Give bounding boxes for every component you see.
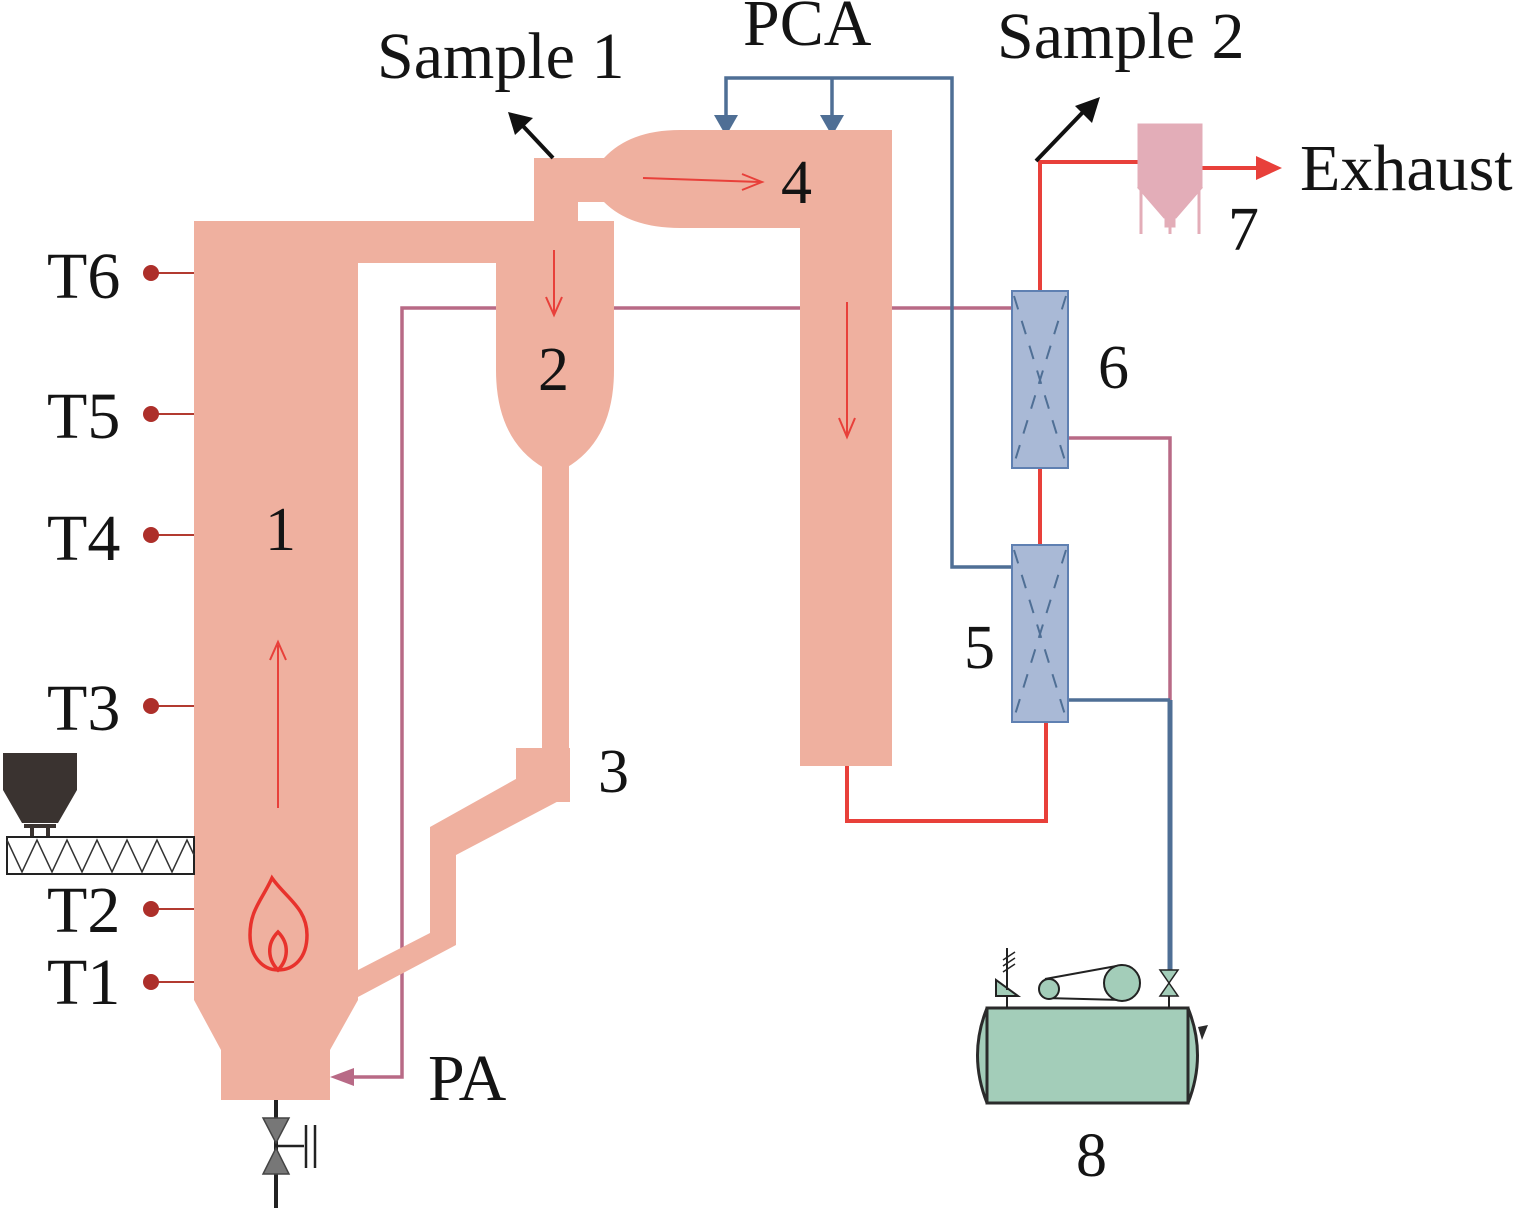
label-component-8: 8 — [1076, 1122, 1107, 1190]
label-component-3: 3 — [598, 738, 629, 806]
label-t3: T3 — [47, 672, 120, 745]
label-t4: T4 — [47, 502, 120, 575]
primary-air-line — [330, 306, 1172, 1086]
secondary-air-line — [714, 76, 1173, 970]
label-sample-1: Sample 1 — [377, 20, 624, 93]
thermocouple-t2 — [143, 901, 194, 917]
flame-icon — [248, 874, 309, 973]
thermocouple-t4 — [143, 527, 194, 543]
primary-air-inlet-arrow-icon — [330, 1068, 354, 1086]
heat-exchanger-lower — [1011, 544, 1069, 723]
label-t6: T6 — [47, 240, 120, 313]
label-sample-2: Sample 2 — [997, 0, 1244, 73]
label-exhaust: Exhaust — [1300, 132, 1513, 205]
ash-discharge-valve-icon — [261, 1100, 317, 1208]
pca-inlet-arrow-1-icon — [714, 115, 738, 136]
pca-inlet-arrow-2-icon — [820, 115, 844, 136]
label-component-1: 1 — [265, 496, 296, 564]
label-t2: T2 — [47, 874, 120, 947]
sample-2-arrow-icon — [1034, 97, 1100, 163]
flow-arrows — [269, 173, 856, 808]
thermocouple-t5 — [143, 406, 194, 422]
label-component-2: 2 — [538, 336, 569, 404]
label-component-5: 5 — [964, 614, 995, 682]
fuel-hopper-icon — [3, 753, 77, 838]
loop-seal — [358, 748, 570, 997]
thermocouple-t3 — [143, 698, 194, 714]
thermocouple-t6 — [143, 265, 194, 281]
air-compressor-tank — [976, 948, 1208, 1105]
label-pca: PCA — [743, 0, 872, 60]
label-t5: T5 — [47, 380, 120, 453]
thermocouple-t1 — [143, 974, 194, 990]
thermocouples — [143, 265, 194, 990]
labels: Sample 1 PCA Sample 2 Exhaust PA 1 2 3 4… — [47, 0, 1513, 1190]
label-pa: PA — [428, 1042, 507, 1115]
label-t1: T1 — [47, 946, 120, 1019]
cyclone — [496, 158, 614, 755]
bag-filter — [1136, 123, 1204, 234]
flue-gas-line — [845, 156, 1282, 823]
post-combustion-chamber — [578, 130, 892, 766]
label-component-4: 4 — [781, 149, 812, 217]
screw-feeder-icon — [6, 836, 195, 875]
exhaust-arrow-icon — [1256, 156, 1282, 180]
label-component-7: 7 — [1228, 196, 1259, 264]
sample-1-arrow-icon — [508, 112, 555, 160]
label-component-6: 6 — [1098, 334, 1129, 402]
heat-exchanger-upper — [1011, 290, 1069, 469]
